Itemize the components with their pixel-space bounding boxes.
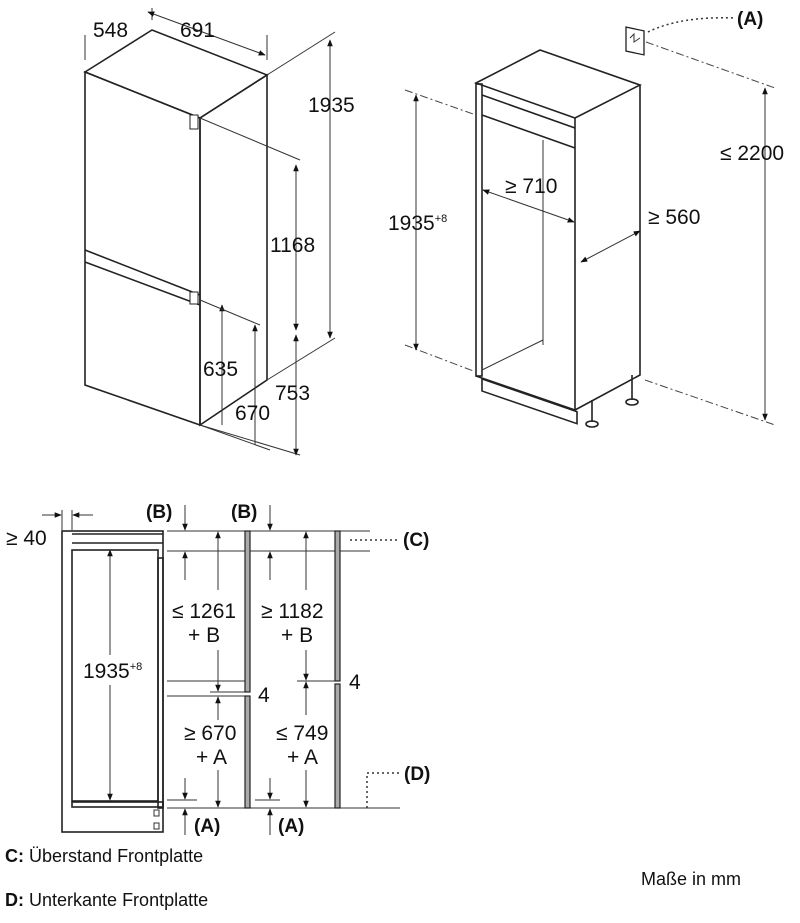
fridge-depth-label: 548	[93, 19, 128, 42]
marker-a-1: (A)	[194, 816, 220, 837]
marker-a-label: (A)	[737, 9, 763, 30]
fridge-width-label: 691	[180, 19, 215, 42]
front-panel-upper-2	[334, 530, 341, 682]
marker-b-2: (B)	[231, 502, 257, 523]
install-height-label: 1935+8	[83, 660, 142, 683]
cabinet-max-height-label: ≤ 2200	[720, 142, 784, 165]
col1-top-plus: + B	[188, 624, 220, 647]
col2-top-label: ≥ 1182	[261, 600, 324, 623]
front-panel-lower-2	[334, 683, 341, 809]
legend-c: C: Überstand Frontplatte	[5, 846, 203, 867]
front-panel-lower-1	[244, 695, 251, 809]
marker-d: (D)	[404, 764, 430, 785]
legend-c-key: C:	[5, 846, 24, 866]
fridge-isometric: 548 691 1935 1168 635 670 753	[83, 8, 355, 456]
legend-d-key: D:	[5, 890, 24, 910]
installation-section: 1935+8 ≥ 40 (B) ≤ 1261 + B ≥ 670 + A	[6, 502, 430, 837]
cabinet-width-label: ≥ 560	[648, 206, 700, 229]
col2-bottom-plus: + A	[287, 746, 318, 769]
col1-top-label: ≤ 1261	[172, 600, 236, 623]
fridge-lower2-label: 670	[235, 402, 270, 425]
fridge-height-label: 1935	[308, 94, 355, 117]
fridge-upper-label: 1168	[270, 234, 315, 257]
fridge-lower3-label: 753	[275, 382, 310, 405]
col1-bottom-plus: + A	[196, 746, 227, 769]
cabinet-height-label: 1935+8	[388, 212, 447, 235]
min-gap-label: ≥ 40	[6, 527, 47, 550]
units-note: Maße in mm	[641, 869, 742, 889]
col2-bottom-label: ≤ 749	[276, 722, 328, 745]
cabinet-depth-label: ≥ 710	[505, 175, 557, 198]
cabinet-isometric: (A) 1935+8 ≥ 710 ≥ 560 ≤ 2200	[388, 9, 784, 428]
col2-top-plus: + B	[281, 624, 313, 647]
legend-d-text: Unterkante Frontplatte	[29, 890, 209, 910]
gap-label-1: 4	[258, 684, 270, 707]
front-panel-upper-1	[244, 530, 251, 693]
marker-c: (C)	[403, 530, 429, 551]
gap-label-2: 4	[349, 671, 361, 694]
legend-d: D: Unterkante Frontplatte	[5, 890, 208, 911]
electrical-socket-icon	[625, 26, 645, 56]
col1-bottom-label: ≥ 670	[184, 722, 236, 745]
fridge-lower1-label: 635	[203, 358, 238, 381]
marker-a-2: (A)	[278, 816, 304, 837]
legend-c-text: Überstand Frontplatte	[29, 846, 204, 866]
marker-b-1: (B)	[146, 502, 172, 523]
